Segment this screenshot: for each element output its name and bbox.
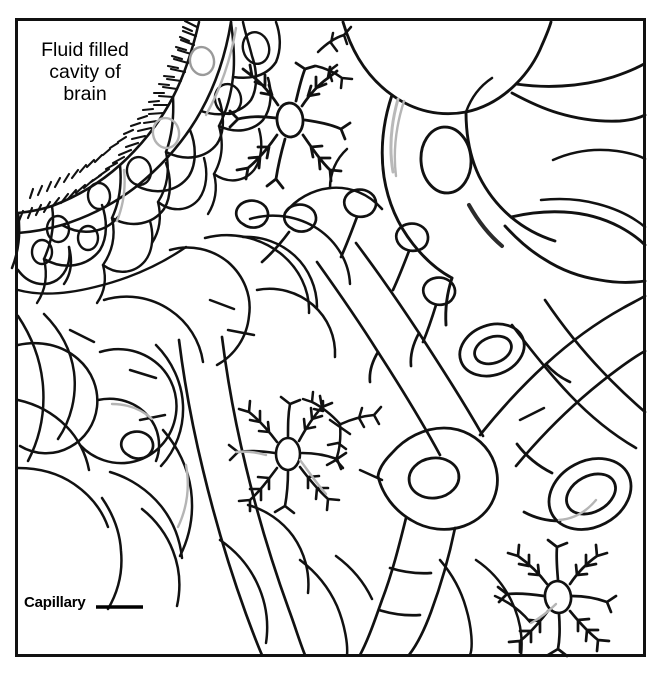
ink-drawing bbox=[10, 19, 647, 658]
neuropil bbox=[16, 76, 647, 657]
neuron-soma bbox=[341, 20, 647, 327]
astrocyte bbox=[228, 61, 352, 190]
subependymal-cell-mesh bbox=[16, 124, 263, 305]
label-fluid-filled-cavity-of-brain: Fluid filled cavity of brain bbox=[41, 39, 129, 105]
astrocyte-endfoot bbox=[421, 276, 457, 344]
capillary bbox=[358, 516, 457, 657]
capillary bbox=[515, 442, 633, 531]
contour-shading bbox=[110, 26, 598, 625]
cilia-border bbox=[17, 19, 199, 223]
astrocyte bbox=[496, 538, 618, 658]
astrocyte-endfoot bbox=[234, 199, 270, 229]
capillary bbox=[458, 322, 526, 378]
capillary bbox=[315, 241, 485, 457]
label-capillary: Capillary bbox=[24, 594, 86, 611]
astrocyte bbox=[227, 394, 348, 515]
astrocyte bbox=[301, 390, 383, 470]
ependymal-nuclei bbox=[30, 30, 271, 266]
panel-border bbox=[15, 18, 646, 657]
capillary bbox=[510, 298, 647, 450]
neuron-soma bbox=[376, 426, 499, 531]
capillary bbox=[177, 335, 307, 657]
astrocyte bbox=[314, 25, 354, 90]
astrocyte-endfoot bbox=[391, 222, 430, 292]
